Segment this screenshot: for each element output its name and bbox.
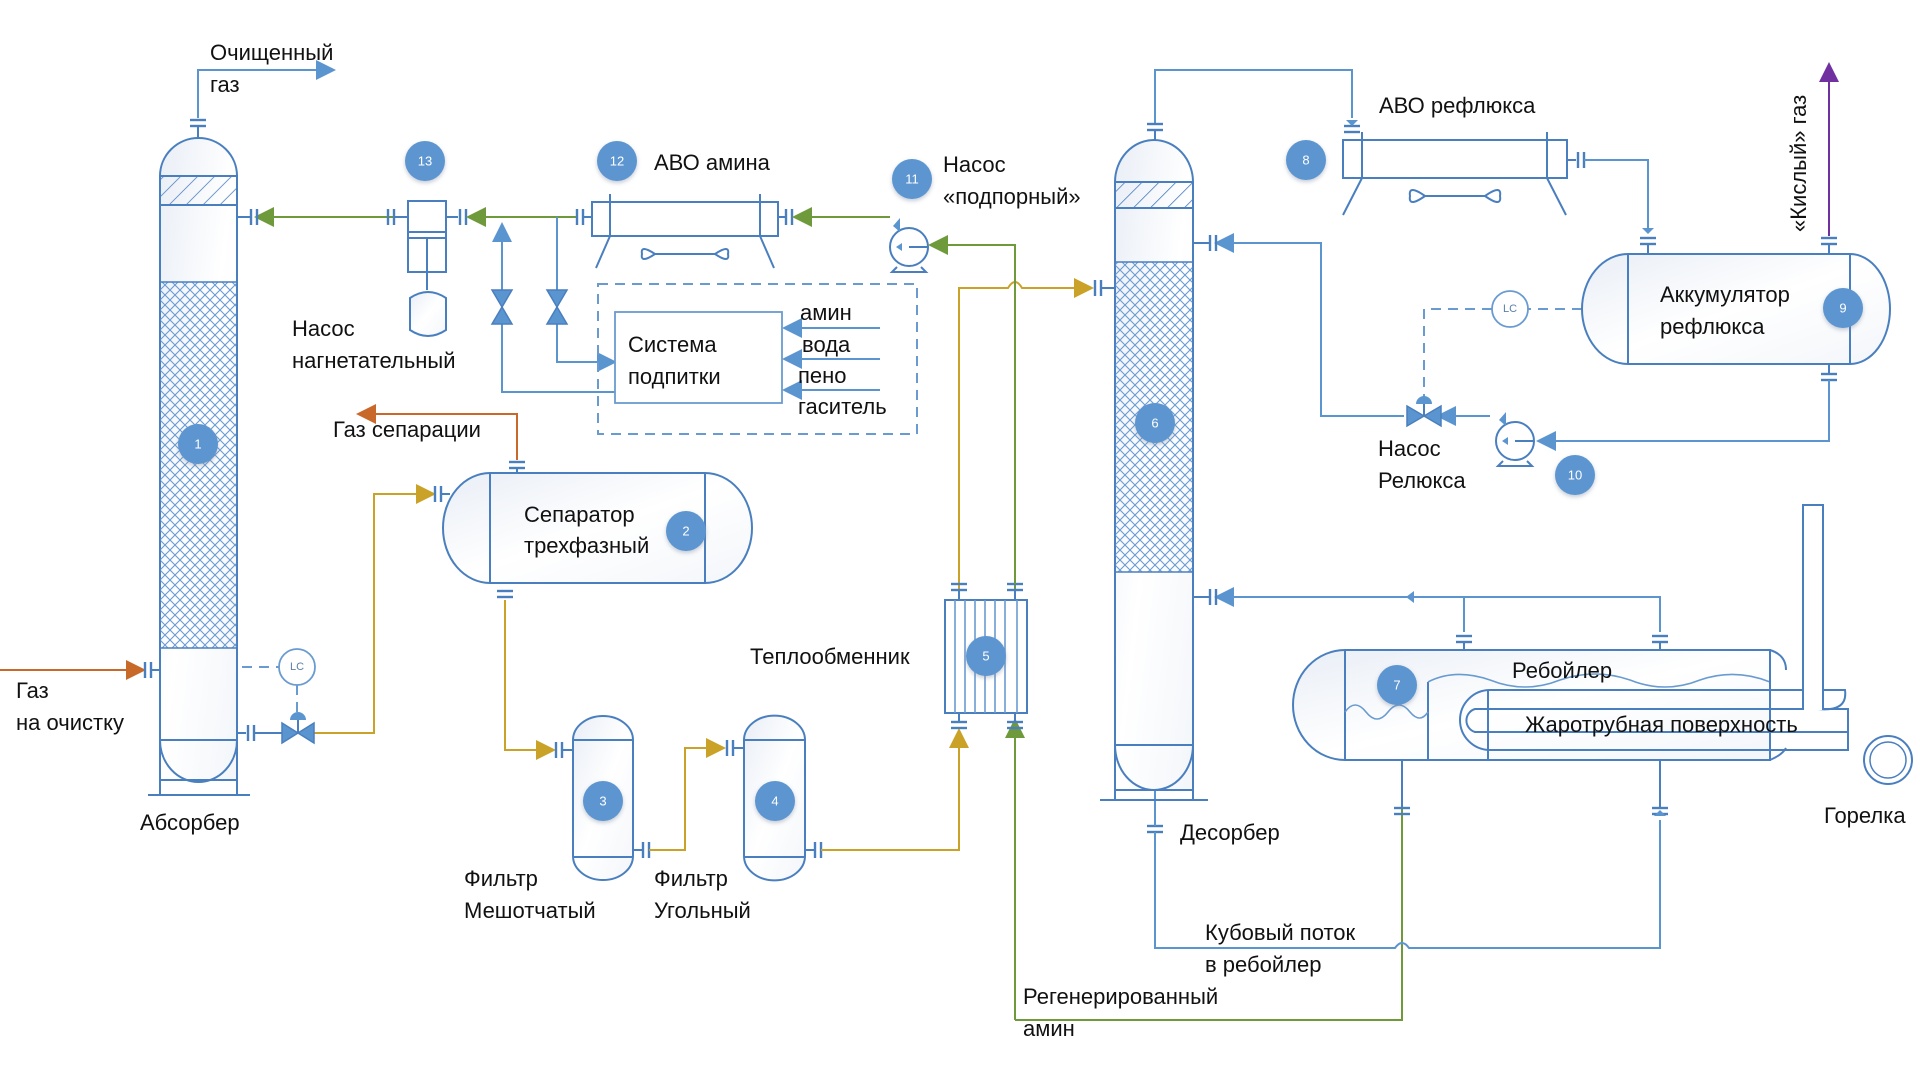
- booster-pump-label-2: «подпорный»: [943, 184, 1081, 209]
- regenerated-amine-label-2: амин: [1023, 1016, 1075, 1041]
- makeup-input-antifoam-2: гаситель: [798, 394, 887, 419]
- makeup-input-water: вода: [802, 332, 851, 357]
- pipe-reboiler-vapor: [1193, 587, 1668, 650]
- heat-exchanger-label: Теплообменник: [750, 644, 910, 669]
- injection-pump[interactable]: [407, 200, 447, 337]
- makeup-input-antifoam-1: пено: [798, 363, 847, 388]
- makeup-system-boundary: [597, 283, 918, 435]
- bottoms-label-2: в ребойлер: [1205, 952, 1321, 977]
- bottoms-label-1: Кубовый поток: [1205, 920, 1356, 945]
- pipe-bottoms-to-reboiler: [1147, 760, 1668, 949]
- svg-text:7: 7: [1393, 678, 1400, 693]
- control-valve-reflux[interactable]: [1406, 396, 1442, 428]
- absorber-label: Абсорбер: [140, 810, 240, 835]
- svg-text:1: 1: [194, 437, 201, 452]
- reflux-pump-label-1: Насос: [1378, 436, 1441, 461]
- regenerated-amine-label-1: Регенерированный: [1023, 984, 1218, 1009]
- level-controller-accumulator[interactable]: LC: [1491, 290, 1529, 328]
- desorber-label: Десорбер: [1180, 820, 1280, 845]
- pipe-separation-gas: [356, 404, 525, 473]
- injection-pump-label-1: Насос: [292, 316, 355, 341]
- gas-inlet-label-1: Газ: [16, 678, 49, 703]
- pipe-acid-gas: [1819, 62, 1839, 254]
- svg-text:LC: LC: [290, 661, 304, 673]
- svg-text:5: 5: [982, 649, 989, 664]
- badge-1[interactable]: 1: [178, 424, 218, 464]
- reboiler-label: Ребойлер: [1512, 658, 1612, 683]
- pipe-clean-gas: [197, 60, 336, 118]
- svg-text:11: 11: [905, 172, 919, 187]
- burner[interactable]: [1770, 732, 1913, 785]
- svg-text:10: 10: [1568, 468, 1582, 483]
- fan-icon: [640, 248, 730, 260]
- badge-5[interactable]: 5: [966, 636, 1006, 676]
- hx-nozzles: [951, 245, 1023, 730]
- svg-text:4: 4: [771, 794, 778, 809]
- amine-cooler-label: АВО амина: [654, 150, 771, 175]
- accumulator-label-1: Аккумулятор: [1660, 282, 1790, 307]
- badge-7[interactable]: 7: [1377, 665, 1417, 705]
- svg-text:13: 13: [418, 154, 432, 169]
- badge-10[interactable]: 10: [1555, 455, 1595, 495]
- makeup-label-2: подпитки: [628, 364, 721, 389]
- fire-tube-label: Жаротрубная поверхность: [1525, 712, 1798, 737]
- makeup-valve-2[interactable]: [545, 289, 569, 325]
- svg-text:9: 9: [1839, 301, 1846, 316]
- reflux-air-cooler[interactable]: [1342, 132, 1568, 216]
- svg-text:2: 2: [682, 524, 689, 539]
- separation-gas-label: Газ сепарации: [333, 417, 481, 442]
- makeup-label-1: Система: [628, 332, 717, 357]
- badge-12[interactable]: 12: [597, 141, 637, 181]
- reflux-accumulator[interactable]: [1581, 253, 1891, 365]
- burner-label: Горелка: [1824, 803, 1906, 828]
- level-controller-absorber[interactable]: LC: [278, 648, 316, 686]
- clean-gas-label-2: газ: [210, 72, 240, 97]
- badge-9[interactable]: 9: [1823, 288, 1863, 328]
- svg-text:6: 6: [1151, 416, 1158, 431]
- badge-4[interactable]: 4: [755, 781, 795, 821]
- pipe-desorber-overhead: [1147, 69, 1656, 254]
- pipe-gas-inlet: [0, 660, 160, 680]
- gas-inlet-label-2: на очистку: [16, 710, 124, 735]
- svg-text:8: 8: [1302, 153, 1309, 168]
- labels: Очищенный газ Газ на очистку Абсорбер На…: [16, 40, 1906, 1041]
- amine-air-cooler[interactable]: [591, 194, 779, 269]
- badge-13[interactable]: 13: [405, 141, 445, 181]
- bag-filter-label-1: Фильтр: [464, 866, 538, 891]
- reflux-pump[interactable]: [1495, 412, 1535, 467]
- reflux-pump-label-2: Релюкса: [1378, 468, 1466, 493]
- makeup-system-box[interactable]: [614, 311, 783, 404]
- reflux-cooler-label: АВО рефлюкса: [1379, 93, 1536, 118]
- badge-6[interactable]: 6: [1135, 403, 1175, 443]
- carbon-filter-label-2: Угольный: [654, 898, 751, 923]
- svg-text:LC: LC: [1503, 303, 1517, 315]
- desorber-column[interactable]: [1100, 139, 1208, 801]
- makeup-valve-1[interactable]: [490, 289, 514, 325]
- clean-gas-label-1: Очищенный: [210, 40, 333, 65]
- separator-label-1: Сепаратор: [524, 502, 635, 527]
- badge-11[interactable]: 11: [892, 159, 932, 199]
- separator-label-2: трехфазный: [524, 533, 649, 558]
- badge-2[interactable]: 2: [666, 511, 706, 551]
- accumulator-label-2: рефлюкса: [1660, 314, 1765, 339]
- pipe-makeup: [492, 217, 880, 400]
- acid-gas-label: «Кислый» газ: [1786, 95, 1811, 232]
- fan-icon: [1408, 189, 1502, 203]
- carbon-filter-label-1: Фильтр: [654, 866, 728, 891]
- makeup-input-amine: амин: [800, 300, 852, 325]
- badges: 1 2 3 4 5 6 7 8 9 10 11 12 13: [178, 140, 1863, 821]
- control-lines: [242, 308, 1582, 718]
- svg-text:12: 12: [610, 154, 624, 169]
- badge-8[interactable]: 8: [1286, 140, 1326, 180]
- injection-pump-label-2: нагнетательный: [292, 348, 456, 373]
- reboiler-stack: [1802, 504, 1824, 710]
- booster-pump-label-1: Насос: [943, 152, 1006, 177]
- svg-text:3: 3: [599, 794, 606, 809]
- bag-filter-label-2: Мешотчатый: [464, 898, 596, 923]
- badge-3[interactable]: 3: [583, 781, 623, 821]
- control-valve-absorber[interactable]: [281, 712, 315, 745]
- booster-pump[interactable]: [889, 218, 929, 273]
- pipe-reflux-return: [1193, 233, 1837, 451]
